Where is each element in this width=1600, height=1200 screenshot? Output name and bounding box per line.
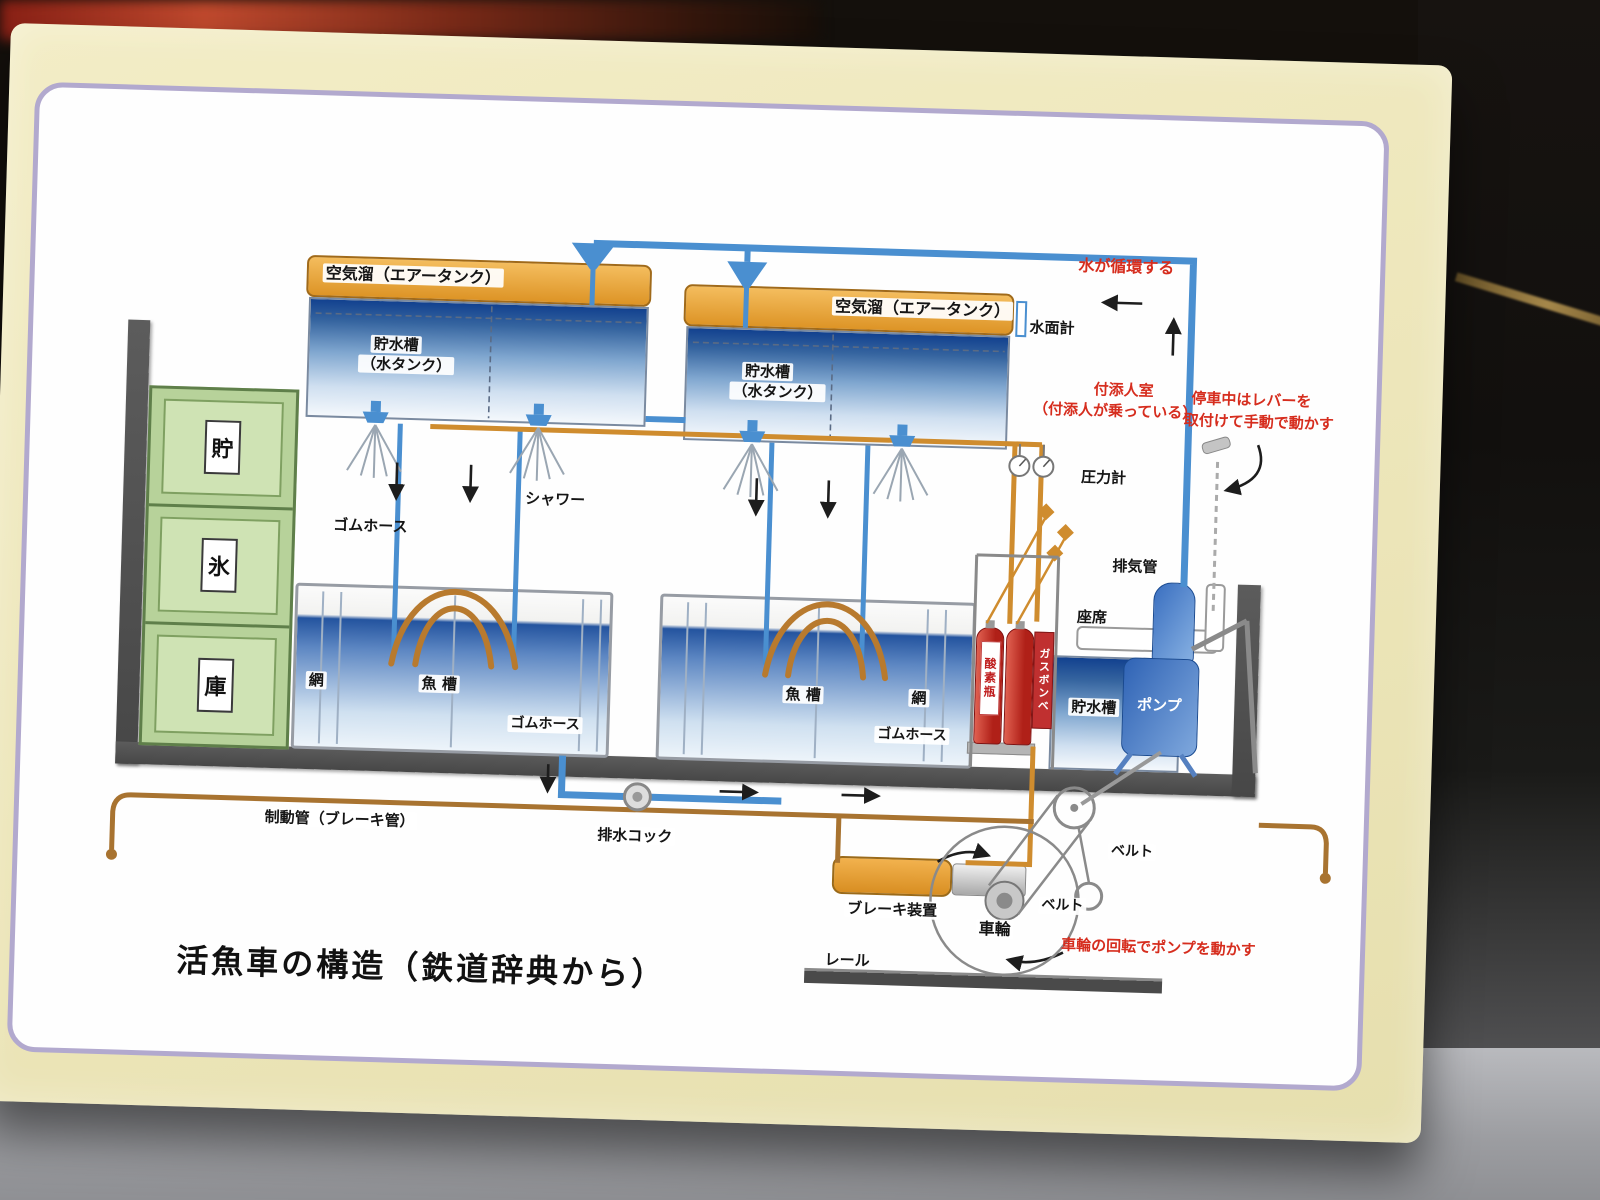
fish-tank-right-label: 魚 槽	[782, 685, 824, 705]
level-dashes	[315, 306, 1005, 441]
shower-label: シャワー	[524, 489, 586, 510]
wheel-and-belt	[929, 750, 1198, 977]
pressure-gauges	[1008, 444, 1055, 478]
drain-cock-label: 排水コック	[593, 825, 676, 846]
fish-tank-left-label: 魚 槽	[418, 674, 461, 694]
exhaust-pipe-label: 排気管	[1112, 556, 1158, 577]
attendant-note-line1: 付添人室	[1093, 380, 1154, 400]
brake-pipe-line	[109, 792, 1329, 874]
drain-cock-icon	[622, 782, 652, 812]
circulate-note: 水が循環する	[1078, 255, 1175, 278]
rail-label: レール	[824, 950, 870, 970]
rubber-hoses	[388, 588, 889, 682]
diagram-card: 貯 氷 庫	[0, 22, 1453, 1144]
attendant-room-outline	[968, 553, 1061, 770]
pipe-overlay	[105, 239, 1331, 977]
lever-note-line1: 停車中はレバーを	[1191, 389, 1312, 411]
brake-device-label: ブレーキ装置	[843, 899, 941, 920]
water-tank-left-label-line1: 貯水槽	[370, 334, 422, 355]
shower-icons	[345, 399, 931, 504]
pipe-end-ball-left	[105, 848, 117, 860]
seat-label: 座席	[1076, 607, 1108, 627]
tank-frame-lines	[317, 591, 948, 762]
water-level-gauge-tube	[1015, 300, 1028, 338]
lever-linkage	[1190, 436, 1258, 774]
water-tank-left-label-line2: （水タンク）	[357, 354, 455, 376]
belt-lower-label: ベルト	[1038, 896, 1087, 916]
blue-pipes	[391, 239, 1198, 805]
pump-label: ポンプ	[1136, 695, 1182, 715]
rubber-hose-top-label: ゴムホース	[333, 515, 408, 536]
net-right-label: 網	[908, 688, 930, 708]
wheel-label: 車輪	[975, 918, 1014, 940]
diagram-panel: 貯 氷 庫	[6, 81, 1390, 1092]
gas-cylinder-label: ガスボンベ	[1031, 631, 1055, 730]
rubber-hose-right-label: ゴムホース	[874, 725, 950, 745]
water-tank-right-label-line1: 貯水槽	[741, 361, 794, 382]
small-water-tank-label: 貯水槽	[1067, 697, 1120, 718]
belt-upper-label: ベルト	[1107, 842, 1157, 862]
water-gauge-label: 水面計	[1029, 318, 1075, 338]
rubber-hose-left-label: ゴムホース	[507, 714, 584, 735]
water-tank-right-label-line2: （水タンク）	[729, 381, 826, 403]
pressure-gauge-label: 圧力計	[1080, 467, 1127, 488]
net-left-label: 網	[305, 670, 327, 690]
funnels	[571, 242, 768, 288]
oxygen-bottle-label: 酸素瓶	[978, 640, 1002, 716]
pipe-end-ball-right	[1319, 872, 1331, 884]
